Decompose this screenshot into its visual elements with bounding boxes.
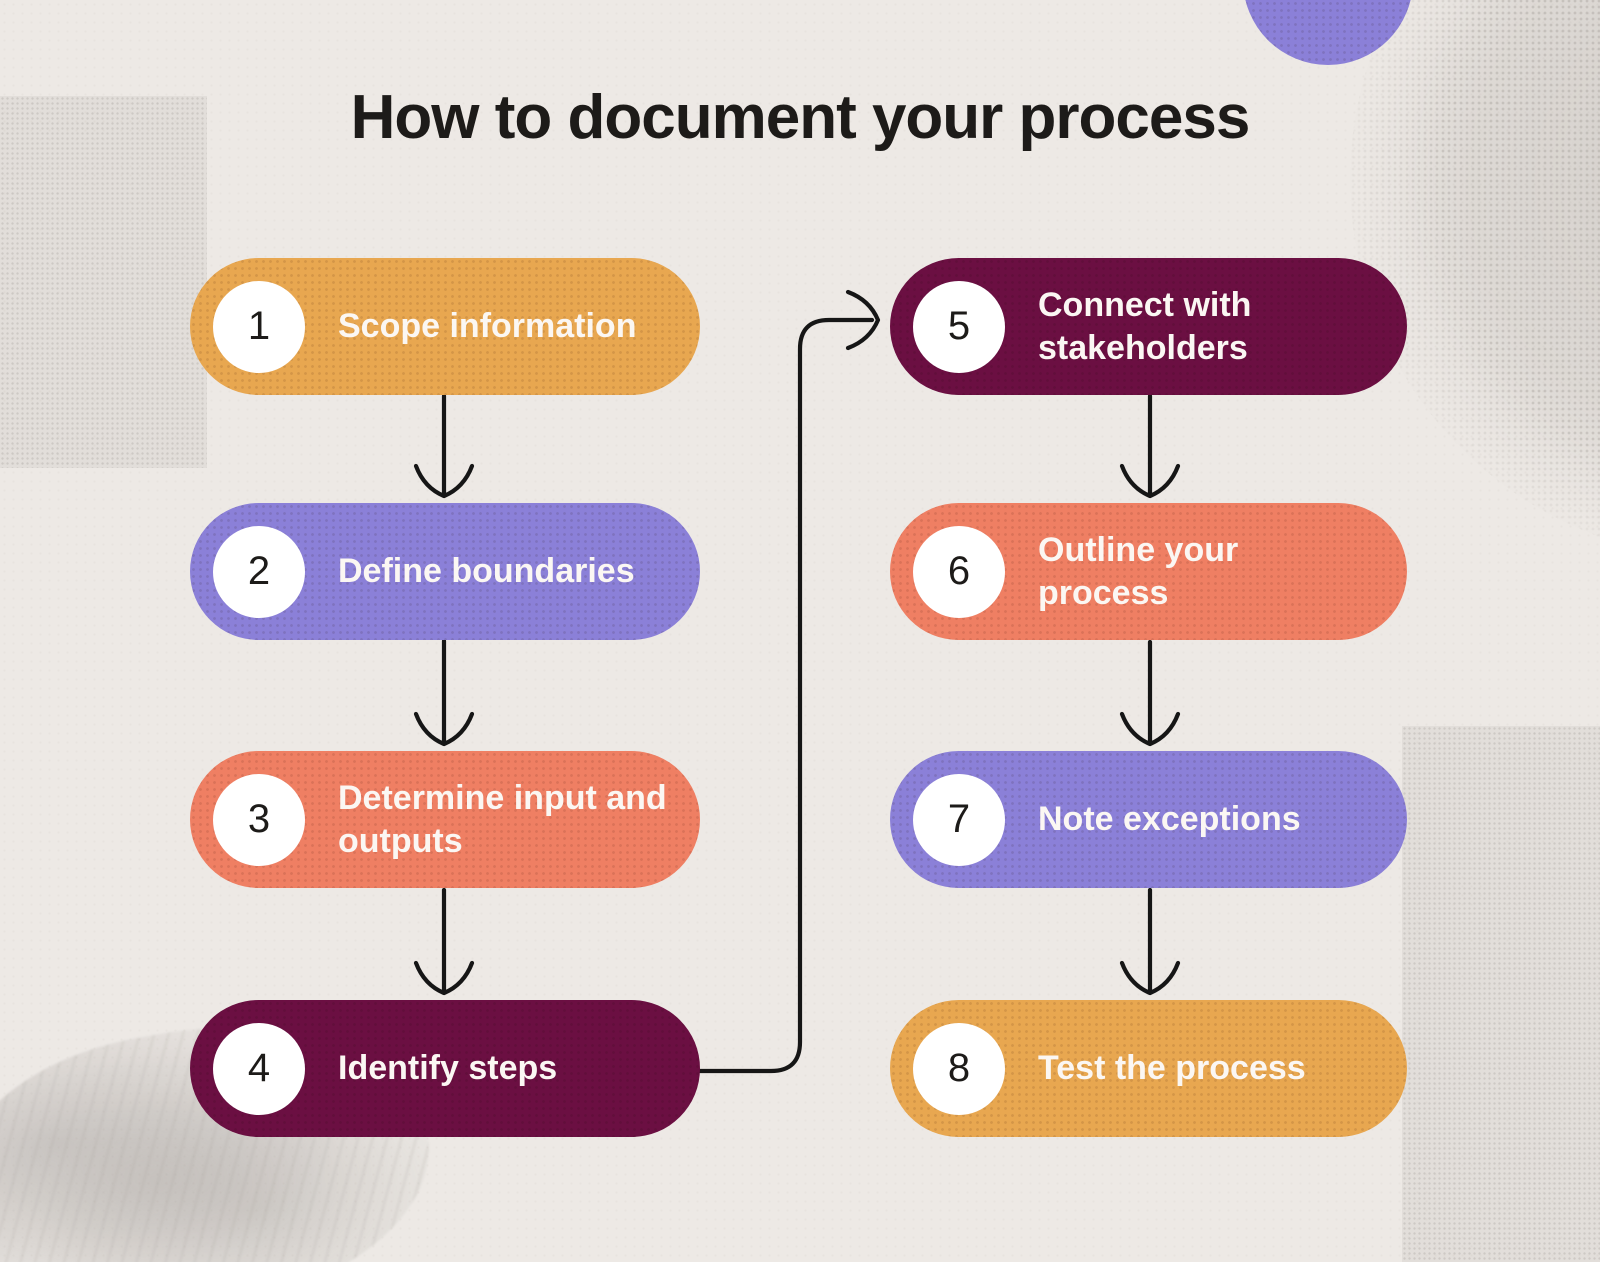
step-pill-6: 6 Outline your process [890, 503, 1407, 640]
step-pill-5: 5 Connect with stakeholders [890, 258, 1407, 395]
step-number-circle: 6 [913, 525, 1005, 618]
page-title: How to document your process [350, 83, 1251, 152]
connector-4-to-5 [697, 289, 881, 1074]
step-pill-3: 3 Determine input and outputs [190, 751, 700, 888]
step-label: Test the process [1038, 1049, 1306, 1088]
step-number: 2 [247, 549, 271, 593]
step-label: Note exceptions [1038, 800, 1301, 839]
arrow-7-to-8 [1119, 887, 1181, 996]
connector-group [413, 289, 1181, 1074]
step-number-circle: 5 [913, 280, 1005, 373]
step-label: Define boundaries [338, 552, 635, 591]
step-number-circle: 7 [913, 773, 1005, 866]
step-number: 1 [247, 304, 271, 348]
step-number-circle: 3 [213, 773, 305, 866]
step-number-circle: 4 [213, 1022, 305, 1115]
step-number: 8 [947, 1046, 971, 1090]
arrow-2-to-3 [413, 638, 475, 747]
step-number-circle: 1 [213, 280, 305, 373]
step-number: 5 [947, 304, 971, 348]
step-label: Outline your process [1038, 530, 1239, 612]
step-number-circle: 2 [213, 525, 305, 618]
arrow-6-to-7 [1119, 639, 1181, 747]
step-label: Connect with stakeholders [1038, 285, 1252, 367]
step-number: 4 [247, 1046, 271, 1090]
arrow-5-to-6 [1119, 393, 1181, 499]
arrow-1-to-2 [413, 393, 475, 499]
step-label: Determine input and outputs [338, 778, 667, 860]
step-pill-2: 2 Define boundaries [190, 503, 700, 640]
step-number-circle: 8 [913, 1022, 1005, 1115]
step-pill-1: 1 Scope information [190, 258, 700, 395]
arrow-3-to-4 [413, 887, 475, 996]
step-pill-7: 7 Note exceptions [890, 751, 1407, 888]
step-label: Scope information [338, 307, 637, 346]
step-number: 6 [947, 549, 971, 593]
step-label: Identify steps [338, 1049, 558, 1088]
step-number: 7 [947, 797, 971, 841]
step-pill-4: 4 Identify steps [190, 1000, 700, 1137]
step-number: 3 [247, 797, 271, 841]
step-pill-8: 8 Test the process [890, 1000, 1407, 1137]
